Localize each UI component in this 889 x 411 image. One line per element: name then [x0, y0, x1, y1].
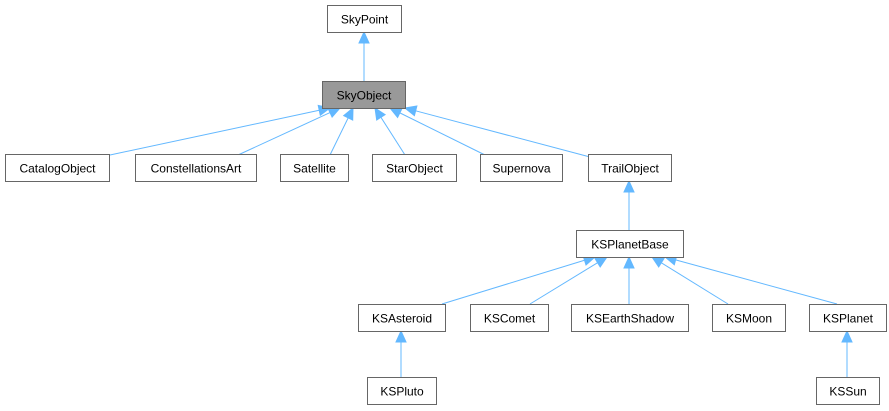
class-node-supernova[interactable]: Supernova — [480, 154, 563, 182]
edge-skyobject-to-skypoint — [358, 30, 370, 81]
node-label: SkyPoint — [341, 13, 389, 27]
arrowhead-icon — [650, 256, 665, 268]
edge-ksplanet-to-ksplanetbase — [663, 254, 838, 305]
arrowhead-icon — [342, 106, 354, 121]
arrowhead-icon — [623, 179, 635, 193]
arrowhead-icon — [841, 329, 853, 343]
node-label: KSPlanetBase — [591, 238, 669, 252]
edge-satellite-to-skyobject — [329, 106, 354, 156]
edge-starobject-to-skyobject — [374, 106, 406, 156]
node-box — [322, 81, 406, 109]
node-box — [588, 154, 672, 182]
node-box — [5, 154, 110, 182]
arrowhead-icon — [623, 255, 635, 269]
arrowhead-icon — [358, 30, 370, 44]
node-label: CatalogObject — [19, 162, 96, 176]
arrowhead-icon — [594, 256, 609, 268]
edge-constellationsart-to-skyobject — [237, 107, 342, 156]
class-node-starobject[interactable]: StarObject — [372, 154, 457, 182]
node-box — [816, 377, 880, 405]
arrowhead-icon — [388, 107, 403, 119]
class-node-ksasteroid[interactable]: KSAsteroid — [358, 304, 446, 332]
edge-line — [109, 109, 320, 156]
node-label: KSPlanet — [823, 312, 874, 326]
node-box — [576, 230, 684, 258]
node-label: ConstellationsArt — [151, 162, 242, 176]
edge-line — [441, 259, 585, 305]
edge-ksplanetbase-to-trailobject — [623, 179, 635, 230]
node-box — [712, 304, 786, 332]
node-label: TrailObject — [601, 162, 659, 176]
node-box — [571, 304, 689, 332]
edge-ksearthshadow-to-ksplanetbase — [623, 255, 635, 304]
node-label: StarObject — [386, 162, 443, 176]
edge-kssun-to-ksplanet — [841, 329, 853, 377]
edge-supernova-to-skyobject — [388, 107, 486, 156]
arrowhead-icon — [403, 105, 418, 117]
edge-line — [380, 117, 406, 156]
node-box — [367, 377, 437, 405]
class-node-kscomet[interactable]: KSComet — [470, 304, 549, 332]
class-node-trailobject[interactable]: TrailObject — [588, 154, 672, 182]
edge-kspluto-to-ksasteroid — [395, 329, 407, 377]
node-box — [809, 304, 887, 332]
edge-kscomet-to-ksplanetbase — [529, 256, 609, 305]
node-label: Satellite — [293, 162, 336, 176]
arrowhead-icon — [374, 106, 387, 121]
class-node-ksearthshadow[interactable]: KSEarthShadow — [571, 304, 689, 332]
class-node-kssun[interactable]: KSSun — [816, 377, 880, 405]
class-node-skypoint[interactable]: SkyPoint — [327, 5, 402, 33]
class-node-catalogobject[interactable]: CatalogObject — [5, 154, 110, 182]
edge-trailobject-to-skyobject — [403, 105, 591, 158]
node-box — [470, 304, 549, 332]
edge-line — [661, 262, 729, 305]
arrowhead-icon — [395, 329, 407, 343]
class-node-ksplanet[interactable]: KSPlanet — [809, 304, 887, 332]
node-label: Supernova — [492, 162, 550, 176]
class-node-constellationsart[interactable]: ConstellationsArt — [135, 154, 257, 182]
node-label: SkyObject — [337, 89, 392, 103]
edge-line — [415, 110, 591, 158]
edge-ksasteroid-to-ksplanetbase — [441, 254, 597, 305]
node-box — [327, 5, 402, 33]
node-box — [280, 154, 349, 182]
edge-line — [399, 112, 486, 156]
edge-catalogobject-to-skyobject — [109, 104, 332, 156]
node-box — [480, 154, 563, 182]
node-box — [135, 154, 257, 182]
class-node-ksmoon[interactable]: KSMoon — [712, 304, 786, 332]
edge-line — [675, 259, 838, 305]
node-label: KSMoon — [726, 312, 772, 326]
node-box — [358, 304, 446, 332]
node-box — [372, 154, 457, 182]
class-node-satellite[interactable]: Satellite — [280, 154, 349, 182]
edge-line — [529, 262, 598, 305]
class-node-kspluto[interactable]: KSPluto — [367, 377, 437, 405]
arrowhead-icon — [327, 107, 342, 119]
node-label: KSEarthShadow — [586, 312, 674, 326]
node-label: KSAsteroid — [372, 312, 432, 326]
node-label: KSSun — [829, 385, 866, 399]
class-node-ksplanetbase[interactable]: KSPlanetBase — [576, 230, 684, 258]
class-node-skyobject: SkyObject — [322, 81, 406, 109]
node-label: KSPluto — [380, 385, 424, 399]
node-label: KSComet — [484, 312, 536, 326]
edge-line — [329, 117, 349, 156]
edge-line — [237, 112, 331, 156]
